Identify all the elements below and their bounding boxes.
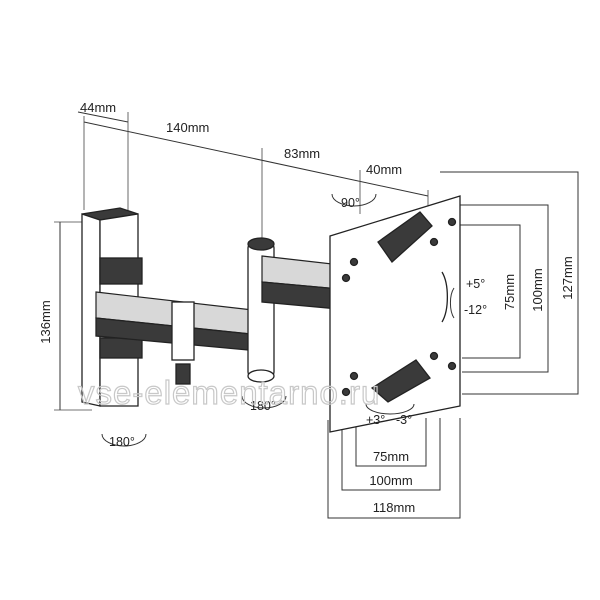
wall-bracket-upper [99, 257, 143, 285]
label-wall-depth: 44mm [80, 100, 116, 115]
label-elbow-swivel: 180° [250, 399, 276, 413]
label-plate-depth: 40mm [366, 162, 402, 177]
labels: 44mm 140mm 83mm 40mm 136mm 75mm 100mm 12… [38, 100, 575, 515]
label-vesa-75-h: 75mm [373, 449, 409, 464]
hole [341, 273, 351, 283]
label-arm2-length: 83mm [284, 146, 320, 161]
hole [429, 351, 439, 361]
label-arm-length: 140mm [166, 120, 209, 135]
hole [447, 217, 457, 227]
label-top-swivel: 90° [341, 196, 360, 210]
short-arm [261, 255, 351, 311]
long-arm [95, 291, 271, 385]
top-dim-line [83, 121, 429, 197]
hole [341, 387, 351, 397]
elbow-pivot-cap [247, 237, 275, 251]
rotate-arrow-wall [101, 433, 147, 447]
plate-118-h-bracket [327, 418, 461, 519]
label-wall-swivel: 180° [109, 435, 135, 449]
watermark-text: vse-elementarno.ru [78, 374, 380, 411]
wall-depth-dim-line [77, 111, 129, 123]
rotation-arrows [101, 193, 455, 447]
label-height: 136mm [38, 300, 53, 343]
hole [429, 237, 439, 247]
vesa-plate-face [329, 195, 461, 433]
elbow-joint [247, 237, 275, 383]
wall-plate [81, 207, 143, 407]
roll-arrow [365, 403, 415, 415]
vesa-75-v-bracket [440, 224, 521, 359]
tilt-arrow [449, 287, 455, 319]
wall-bracket-lower [99, 337, 143, 359]
label-tilt-up: +5° [466, 277, 485, 291]
label-vesa-100-h: 100mm [369, 473, 412, 488]
rotate-arrow-elbow [241, 395, 287, 409]
vesa-100-v-bracket [440, 204, 549, 373]
label-vesa-75-v: 75mm [502, 274, 517, 310]
vesa-100-h-bracket [341, 418, 441, 491]
label-roll-minus: -3° [396, 413, 412, 427]
hole [349, 257, 359, 267]
vesa-plate [329, 195, 461, 433]
tilt-bracket-bottom [370, 359, 431, 403]
rotate-arrow-top [331, 193, 377, 207]
hole [447, 361, 457, 371]
label-roll-plus: +3° [366, 413, 385, 427]
dimension-lines [54, 111, 579, 519]
tilt-slot [441, 271, 448, 323]
vesa-75-h-bracket [355, 418, 427, 467]
elbow-pivot-base [247, 369, 275, 383]
label-vesa-100-v: 100mm [530, 268, 545, 311]
arm-clamp [171, 301, 195, 361]
label-plate-127-v: 127mm [560, 256, 575, 299]
plate-127-v-bracket [440, 171, 579, 395]
hole [349, 371, 359, 381]
arm-clamp-foot [175, 363, 191, 385]
label-plate-118-h: 118mm [373, 500, 415, 515]
tilt-bracket-top [377, 211, 433, 263]
label-tilt-down: -12° [464, 303, 487, 317]
